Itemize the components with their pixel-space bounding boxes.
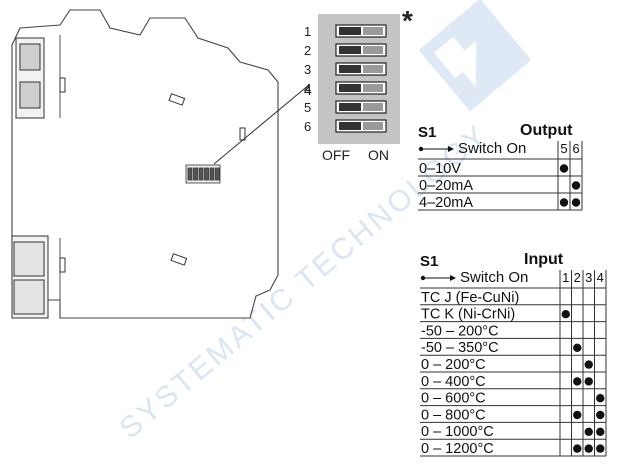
callout-line: [213, 83, 311, 165]
row-label: 4–20mA: [419, 195, 473, 211]
dip-position-label: 6: [304, 119, 311, 134]
dip-lever-off-side: [363, 46, 383, 54]
switch-on-dot: [596, 444, 605, 453]
switch-on-dot: [573, 377, 582, 386]
row-label: -50 – 350°C: [421, 340, 499, 356]
dip-lever-off-side: [363, 27, 383, 35]
switch-on-dot: [559, 198, 569, 207]
switch-on-arrowhead: [450, 275, 456, 281]
switch-on-dot: [561, 310, 570, 319]
column-header: 1: [562, 270, 569, 285]
switch-on-dot: [596, 410, 605, 420]
dip-lever-off-side: [363, 122, 383, 130]
device-terminal-block-bottom: [11, 235, 49, 319]
switch-on-arrowhead: [448, 146, 454, 152]
dip-lever: [339, 122, 361, 130]
column-header: 6: [572, 141, 579, 156]
watermark-logo: [418, 0, 532, 112]
row-label: 0 – 400°C: [421, 374, 486, 390]
column-header: 4: [597, 270, 604, 285]
switch-on-dot: [596, 427, 605, 436]
device-mini-dip-switch: [185, 164, 221, 184]
row-label: 0–10V: [419, 161, 461, 177]
dip-asterisk: *: [402, 5, 413, 36]
row-label: TC J (Fe-CuNi): [421, 290, 519, 306]
arrow-start-dot: [420, 275, 426, 281]
dip-on-label: ON: [368, 147, 389, 163]
column-header: 2: [574, 270, 581, 285]
dip-position-label: 3: [304, 62, 311, 77]
table-title: Output: [520, 122, 573, 139]
dip-lever-off-side: [363, 65, 383, 73]
switch-on-label: Switch On: [460, 269, 528, 286]
row-label: TC K (Ni-CrNi): [421, 307, 515, 323]
column-header: 5: [560, 141, 567, 156]
dip-position-label: 2: [304, 43, 311, 58]
switch-on-dot: [571, 198, 581, 207]
table-group-label: S1: [418, 124, 436, 141]
dip-position-label: 1: [304, 24, 311, 39]
dip-lever: [339, 27, 361, 35]
switch-on-dot: [584, 427, 593, 436]
switch-on-dot: [573, 343, 582, 352]
row-label: 0 – 800°C: [421, 407, 486, 423]
switch-on-dot: [573, 444, 582, 453]
dip-callout-number: 4: [304, 82, 312, 98]
column-header: 3: [585, 270, 592, 285]
row-label: 0 – 600°C: [421, 391, 486, 407]
dip-lever: [339, 46, 361, 54]
dip-lever: [339, 103, 361, 111]
device-slots: [59, 77, 246, 273]
table-group-label: S1: [420, 253, 438, 270]
switch-on-dot: [571, 181, 581, 190]
dip-off-label: OFF: [322, 147, 350, 163]
table-title: Input: [524, 251, 564, 268]
dip-position-label: 4: [304, 81, 311, 96]
row-label: -50 – 200°C: [421, 323, 499, 339]
dip-lever-off-side: [363, 84, 383, 92]
switch-on-label: Switch On: [458, 140, 526, 157]
dip-position-label: 5: [304, 100, 311, 115]
switch-on-dot: [584, 444, 593, 453]
switch-on-dot: [573, 410, 582, 420]
switch-on-dot: [584, 377, 593, 386]
arrow-start-dot: [418, 146, 424, 152]
switch-on-dot: [584, 360, 593, 369]
dip-switch-enlarged: 1 2 3 4 5 6: [304, 14, 400, 144]
row-label: 0–20mA: [419, 178, 473, 194]
dip-lever: [339, 84, 361, 92]
dip-lever-off-side: [363, 103, 383, 111]
device-terminal-block-top: [15, 37, 45, 119]
switch-on-dot: [559, 164, 569, 173]
row-label: 0 – 200°C: [421, 357, 486, 373]
row-label: 0 – 1200°C: [421, 441, 494, 457]
device-housing: [11, 9, 279, 319]
row-label: 0 – 1000°C: [421, 424, 494, 440]
dip-lever: [339, 65, 361, 73]
switch-on-dot: [596, 394, 605, 403]
